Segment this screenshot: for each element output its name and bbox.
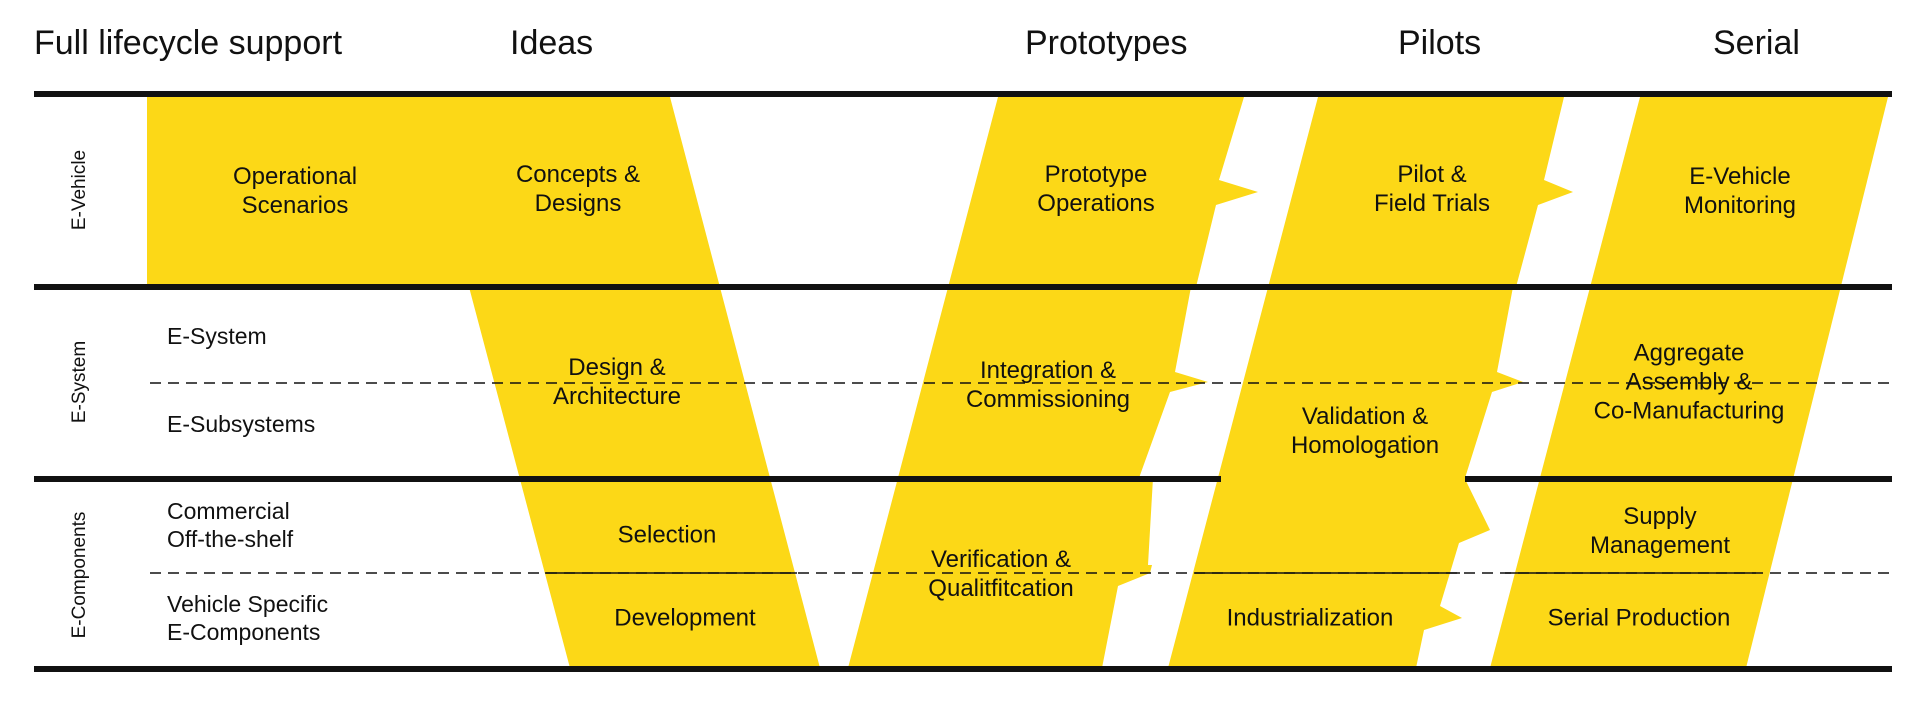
phase-header-serial: Serial xyxy=(1713,24,1800,62)
pilots-band xyxy=(1168,97,1573,668)
box-industrialization: Industrialization xyxy=(1226,604,1394,632)
sublabel-system: E-System xyxy=(167,323,267,349)
box-operational-scenarios: Operational Scenarios xyxy=(232,163,358,219)
row-label-system: E-System xyxy=(69,340,90,424)
rule-top xyxy=(34,91,1892,97)
sublabel-cots: Commercial Off-the-shelf xyxy=(167,498,294,552)
sublabel-vehicle-specific: Vehicle Specific E-Components xyxy=(167,591,329,645)
row-label-vehicle: E-Vehicle xyxy=(69,149,90,231)
rule-bottom xyxy=(34,666,1892,672)
box-development: Development xyxy=(614,604,756,632)
box-design-architecture: Design & Architecture xyxy=(552,354,682,410)
row-label-components: E-Components xyxy=(69,511,90,639)
rule-system-components-right xyxy=(1465,476,1892,482)
box-validation-homologation: Validation & Homologation xyxy=(1290,403,1440,459)
box-aggregate-assembly: Aggregate Assembly & Co-Manufacturing xyxy=(1593,339,1785,425)
box-verification-qualification: Verification & Qualitfitcation xyxy=(928,546,1074,602)
box-pilot-field-trials: Pilot & Field Trials xyxy=(1373,161,1491,217)
box-serial-production: Serial Production xyxy=(1547,604,1731,632)
box-e-vehicle-monitoring: E-Vehicle Monitoring xyxy=(1683,163,1797,219)
box-prototype-operations: Prototype Operations xyxy=(1037,161,1155,217)
box-integration-commissioning: Integration & Commissioning xyxy=(965,357,1131,413)
box-selection: Selection xyxy=(617,521,717,549)
rule-vehicle-system xyxy=(34,284,1892,290)
sublabel-subsystems: E-Subsystems xyxy=(167,411,316,437)
phase-header-ideas: Ideas xyxy=(510,24,594,62)
ideas-band xyxy=(147,97,820,668)
phase-header-prototypes: Prototypes xyxy=(1025,24,1188,62)
phase-header-pilots: Pilots xyxy=(1398,24,1482,62)
rule-system-components-left xyxy=(34,476,1221,482)
diagram-title: Full lifecycle support xyxy=(34,24,343,62)
box-supply-management: Supply Management xyxy=(1589,503,1731,559)
box-concepts-designs: Concepts & Designs xyxy=(515,161,641,217)
